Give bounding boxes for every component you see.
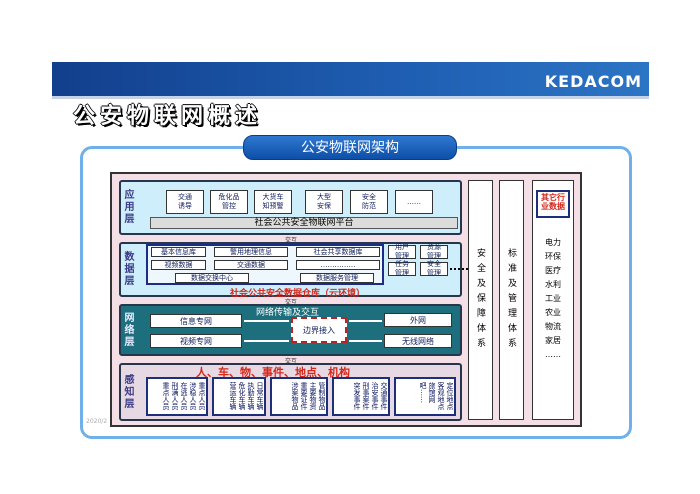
data-item: …………… [296, 260, 380, 270]
category-text: 交通事件 [380, 382, 388, 410]
network-title: 网络传输及交互 [256, 308, 320, 318]
other-industry-item: 家居 [545, 336, 561, 345]
app-item: …… [395, 190, 433, 214]
info-network: 信息专网 [150, 314, 242, 328]
arrow-line [349, 340, 382, 342]
category-text: 在逃人员 [180, 382, 188, 410]
category-text: 涉案物品 [291, 382, 299, 410]
category-text: 主要物资 [309, 382, 317, 410]
other-industry-item: 医疗 [545, 266, 561, 275]
boundary-access: 边界接入 [291, 317, 347, 343]
other-industry-item: 农业 [545, 308, 561, 317]
other-industry-item: 水利 [545, 280, 561, 289]
data-item: 数据服务管理 [300, 273, 374, 283]
header-bar [52, 62, 649, 96]
sensing-layer-label: 感知层 [122, 374, 133, 410]
sensing-group-vehicles: 日常车辆执勤车辆危化车辆营运车辆 [212, 377, 266, 416]
architecture-title: 公安物联网架构 [243, 135, 457, 160]
arrow-line [244, 320, 289, 322]
data-item: 数据交换中心 [175, 273, 249, 283]
category-text: 执勤车辆 [247, 382, 255, 410]
other-industry-item: 物流 [545, 322, 561, 331]
standard-system-column: 标准及管理体系 [499, 180, 524, 420]
category-text: 定位地点 [446, 382, 454, 410]
mgmt-item: 安全 管理 [420, 260, 448, 277]
arrow-line [349, 320, 382, 322]
app-item: 危化品 管控 [210, 190, 248, 214]
category-text: 日常车辆 [256, 382, 264, 410]
arrow-line [244, 340, 289, 342]
data-item: 交通数据 [214, 260, 288, 270]
kedacom-logo: KEDACOM [544, 72, 642, 91]
platform-bar: 社会公共安全物联网平台 [150, 217, 458, 229]
other-industry-list: 电力环保医疗水利工业农业物流家居 …… [532, 236, 574, 416]
data-item: 视频数据 [151, 260, 206, 270]
app-item: 安全 防范 [350, 190, 388, 214]
category-text: 刑满人员 [171, 382, 179, 410]
category-text: 涉稳人员 [189, 382, 197, 410]
mgmt-item: 任务 管理 [388, 260, 416, 277]
other-industry-item: 环保 [545, 252, 561, 261]
category-text: 重点人员 [198, 382, 206, 410]
connector-label: 交互 [284, 358, 297, 365]
page-title: 公安物联网概述 [73, 103, 263, 129]
data-item: 警用地理信息 [214, 247, 288, 257]
sensing-group-people: 重点人员涉稳人员在逃人员刑满人员重点人员 [146, 377, 208, 416]
category-text: 旅馆网吧 [419, 382, 436, 403]
connector-label: 交互 [284, 237, 297, 244]
sensing-group-items: 管制物品主要物资重要证件涉案物品 [270, 377, 328, 416]
other-industry-item: 工业 [545, 294, 561, 303]
category-text: 重点人员 [162, 382, 170, 410]
other-industry-title: 其它行业数据 [536, 190, 570, 218]
app-item: 大型 安保 [305, 190, 343, 214]
footer-date: 2020/2 [86, 418, 108, 425]
category-text: 突发事件 [353, 382, 361, 410]
app-item: 交通 诱导 [166, 190, 204, 214]
category-text: 刑事案件 [362, 382, 370, 410]
security-system-column: 安全及保障体系 [468, 180, 493, 420]
data-item: 社会共享数据库 [296, 247, 380, 257]
network-layer-label: 网络层 [122, 312, 133, 348]
application-layer-label: 应用层 [122, 189, 133, 225]
sensing-title: 人、车、物、事件、地点、机构 [196, 366, 350, 379]
mgmt-item: 用户 管理 [388, 243, 416, 260]
category-text: 营运车辆 [229, 382, 237, 410]
category-text: 管制物品 [318, 382, 326, 410]
connector-label: 交互 [284, 299, 297, 306]
category-text: 客观地点 [437, 382, 445, 410]
other-industry-item: …… [545, 350, 561, 359]
app-item: 大货车 知预警 [254, 190, 292, 214]
category-text: …… [419, 389, 427, 403]
dotted-link [450, 268, 468, 270]
category-text: 治安事件 [371, 382, 379, 410]
category-text: 危化车辆 [238, 382, 246, 410]
other-industry-item: 电力 [545, 238, 561, 247]
sensing-groups: 重点人员涉稳人员在逃人员刑满人员重点人员 日常车辆执勤车辆危化车辆营运车辆 管制… [146, 377, 458, 417]
video-network: 视频专网 [150, 334, 242, 348]
data-item: 基本信息库 [151, 247, 206, 257]
data-layer-label: 数据层 [122, 251, 133, 287]
category-text: 重要证件 [300, 382, 308, 410]
sensing-group-places: 定位地点客观地点旅馆网吧…… [394, 377, 456, 416]
data-warehouse-label: 社会公共安全数据仓库（云环境） [230, 289, 366, 299]
mgmt-item: 资源 管理 [420, 243, 448, 260]
external-network: 外网 [384, 313, 452, 327]
wireless-network: 无线网络 [384, 334, 452, 348]
sensing-group-events: 交通事件治安事件刑事案件突发事件 [332, 377, 390, 416]
header-stripe [52, 96, 649, 99]
other-industry-column [532, 180, 574, 420]
